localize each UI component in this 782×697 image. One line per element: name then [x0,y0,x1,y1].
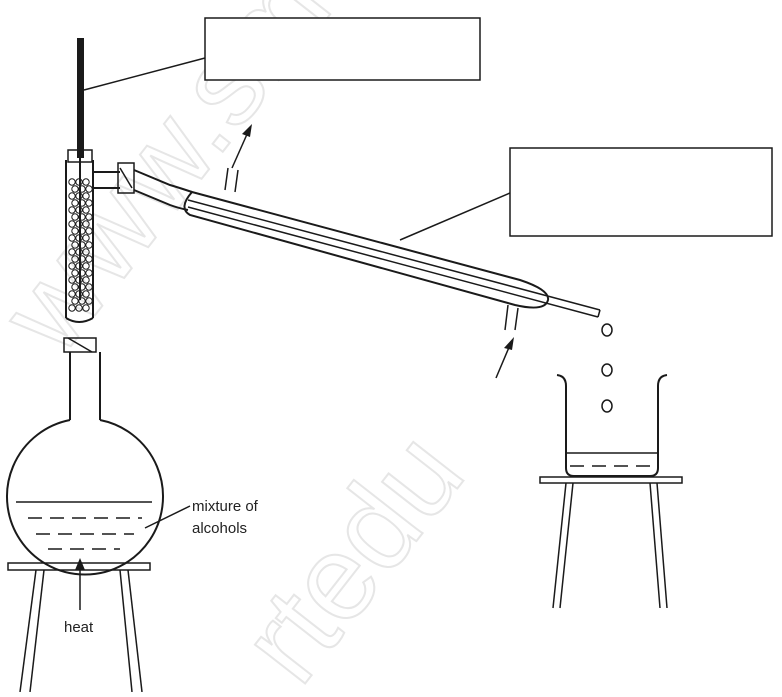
packing-bead [78,297,86,305]
thermometer [77,38,84,300]
packing-bead [85,227,93,235]
packing-bead [82,234,90,242]
packing-bead [82,220,90,228]
packing-bead [82,262,90,270]
heat-label: heat [64,619,94,636]
packing-bead [85,213,93,221]
condenser-leader-line [399,192,511,241]
packing-bead [68,220,76,228]
packing-bead [68,248,76,256]
beaker-tripod [539,476,683,609]
packing-bead [78,255,86,263]
packing-bead [68,234,76,242]
packing-bead [71,213,79,221]
packing-bead [85,199,93,207]
packing-bead [85,241,93,249]
mixture-label-line2: alcohols [192,520,247,537]
watermark: www.sma rtedu [0,0,490,697]
packing-bead [85,283,93,291]
packing-bead [68,178,76,186]
mixture-label-line1: mixture of [192,498,259,515]
fractionating-column [63,149,97,353]
packing-bead [78,213,86,221]
packing-bead [71,297,79,305]
packing-bead [75,276,83,284]
packing-bead [75,220,83,228]
packing-bead [68,276,76,284]
side-arm [93,162,135,194]
packing-bead [85,185,93,193]
packing-bead [75,178,83,186]
packing-bead [85,255,93,263]
column-packing [68,178,93,312]
packing-bead [68,304,76,312]
packing-bead [75,206,83,214]
packing-bead [75,248,83,256]
packing-bead [75,234,83,242]
packing-bead [71,199,79,207]
collection-beaker [556,374,668,477]
packing-bead [71,283,79,291]
packing-bead [71,185,79,193]
round-bottom-flask [6,352,164,576]
packing-bead [78,199,86,207]
packing-bead [75,304,83,312]
packing-bead [82,304,90,312]
packing-bead [82,276,90,284]
packing-bead [85,297,93,305]
packing-bead [75,192,83,200]
packing-bead [82,248,90,256]
packing-bead [71,241,79,249]
packing-bead [82,178,90,186]
water-in-arrow [495,337,514,379]
packing-bead [68,206,76,214]
packing-bead [78,269,86,277]
condenser-label-box[interactable] [509,147,773,237]
heat-arrow [75,558,85,610]
packing-bead [78,185,86,193]
packing-bead [78,227,86,235]
packing-bead [68,262,76,270]
packing-bead [68,290,76,298]
liebig-condenser [133,167,601,331]
packing-bead [75,290,83,298]
distillate-drops [601,323,613,413]
packing-bead [71,269,79,277]
packing-bead [68,192,76,200]
packing-bead [82,290,90,298]
packing-bead [78,241,86,249]
packing-bead [71,255,79,263]
packing-bead [71,227,79,235]
packing-bead [82,192,90,200]
packing-bead [82,206,90,214]
thermometer-leader-line [83,57,206,91]
water-out-arrow [231,124,252,169]
flask-tripod [7,562,151,693]
packing-bead [78,283,86,291]
mixture-leader-line [144,505,191,529]
flask-liquid [16,501,152,550]
thermometer-label-box[interactable] [204,17,481,81]
packing-bead [85,269,93,277]
watermark-text-2: rtedu [215,408,489,692]
packing-bead [75,262,83,270]
